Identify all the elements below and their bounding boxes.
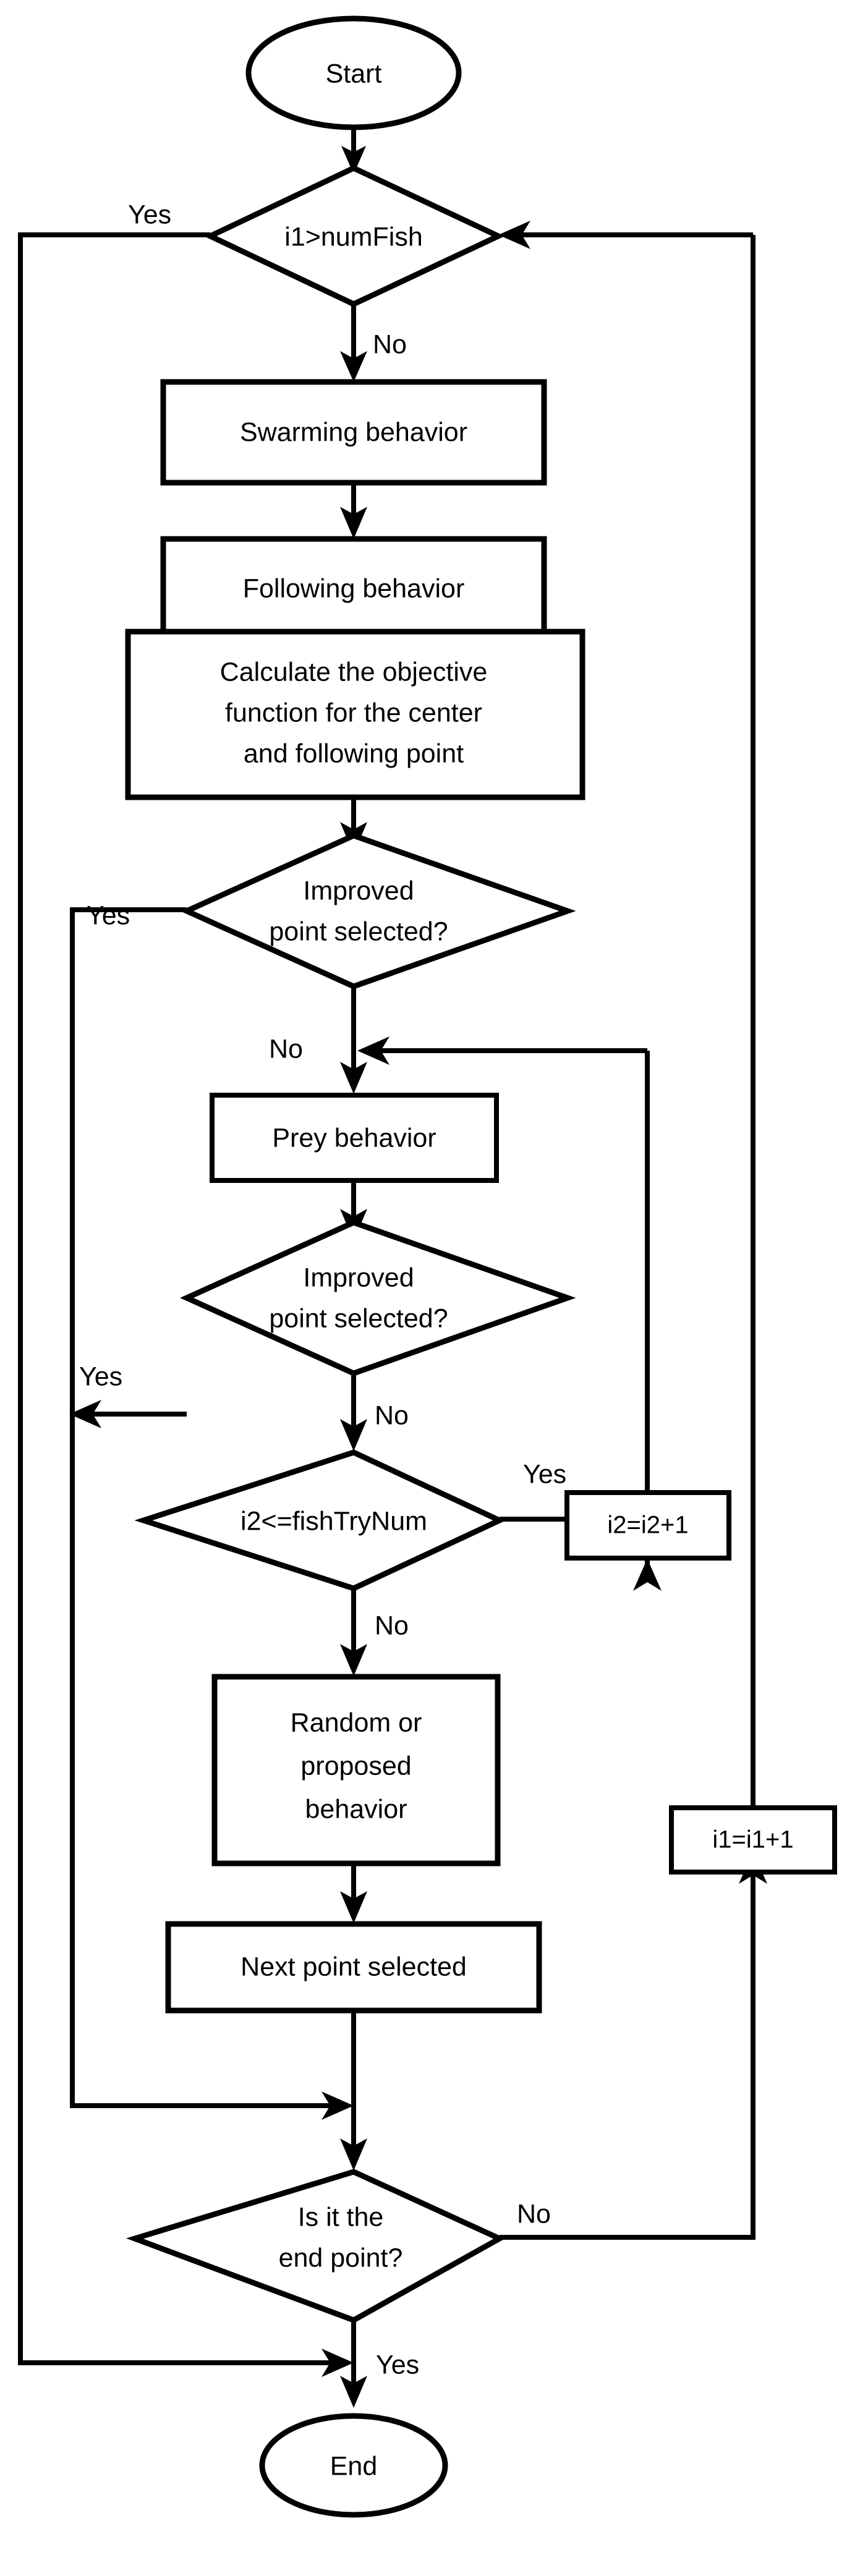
- nextpoint-box-shape[interactable]: [165, 1921, 542, 2014]
- calculate-label-line3: and following point: [244, 739, 464, 768]
- endpoint-label-line1: Is it the: [298, 2202, 384, 2232]
- edge-label-trynum-no: No: [375, 1611, 409, 1640]
- node-following[interactable]: Following behavior: [160, 536, 547, 642]
- node-swarming[interactable]: Swarming behavior: [160, 379, 547, 486]
- arrowhead-endpoint-yes-to-end: [340, 2376, 367, 2408]
- node-next-point-selected[interactable]: Next point selected: [165, 1921, 542, 2014]
- improved1-label-line2: point selected?: [269, 917, 448, 946]
- cond-numfish-diamond-shape[interactable]: [203, 165, 505, 307]
- arrowhead-start-to-numfish: [341, 146, 366, 174]
- start-terminator-shape[interactable]: [245, 15, 462, 130]
- edge-label-improved1-no: No: [269, 1034, 303, 1064]
- cond-numfish-label: i1>numFish: [284, 222, 422, 252]
- i1inc-label: i1=i1+1: [712, 1826, 793, 1854]
- arrowhead-randprop-to-nextpoint: [340, 1891, 367, 1923]
- arrowhead-i2-loop-return: [357, 1036, 389, 1065]
- end-terminator-shape[interactable]: [259, 2413, 448, 2518]
- cond-trynum-diamond-shape[interactable]: [134, 1449, 506, 1591]
- randprop-box-shape[interactable]: [211, 1674, 501, 1866]
- arrowhead-improved1-no: [340, 1062, 367, 1094]
- arrowhead-trynum-no: [340, 1644, 367, 1676]
- prey-label: Prey behavior: [272, 1123, 436, 1153]
- cond-trynum-label: i2<=fishTryNum: [240, 1506, 427, 1536]
- arrowhead-improved2-no: [340, 1419, 367, 1451]
- endpoint-label-line2: end point?: [279, 2243, 403, 2273]
- node-is-end-point[interactable]: Is it the end point?: [126, 2169, 506, 2323]
- edge-improved1-yes-to-merge: [70, 907, 334, 2108]
- edge-label-endpoint-no: No: [517, 2199, 551, 2229]
- arrowhead-swarming-to-following: [340, 507, 367, 539]
- edge-label-improved2-yes: Yes: [79, 1362, 122, 1391]
- endpoint-diamond-shape[interactable]: [126, 2169, 506, 2323]
- arrowhead-outer-loop-to-end: [321, 2349, 354, 2377]
- improved2-label-line2: point selected?: [269, 1303, 448, 1333]
- node-prey[interactable]: Prey behavior: [210, 1093, 499, 1183]
- edge-label-endpoint-yes: Yes: [376, 2350, 419, 2379]
- prey-box-shape[interactable]: [210, 1093, 499, 1183]
- arrowhead-trynum-yes: [633, 1559, 662, 1591]
- improved2-diamond-shape[interactable]: [180, 1219, 576, 1376]
- randprop-label-line2: proposed: [300, 1751, 411, 1781]
- node-calculate-objective[interactable]: Calculate the objective function for the…: [125, 629, 585, 800]
- swarming-label: Swarming behavior: [240, 417, 467, 447]
- edge-label-improved2-no: No: [375, 1400, 409, 1430]
- node-improved-point-2[interactable]: Improved point selected?: [180, 1219, 576, 1376]
- edge-label-layer: Yes No Yes No Yes No Yes No No Yes: [79, 200, 566, 2379]
- following-box-shape[interactable]: [160, 536, 547, 642]
- node-cond-trynum[interactable]: i2<=fishTryNum: [134, 1449, 506, 1591]
- edge-label-numfish-yes: Yes: [128, 200, 171, 229]
- arrowhead-improved2-yes: [69, 1400, 101, 1428]
- edge-endpoint-no-to-i1inc: [500, 1873, 755, 2240]
- arrowhead-nextpoint-to-endpoint: [340, 2138, 367, 2171]
- improved2-label-line1: Improved: [303, 1263, 414, 1292]
- end-label: End: [330, 2451, 378, 2481]
- node-start[interactable]: Start: [245, 15, 462, 130]
- edge-label-trynum-yes: Yes: [523, 1459, 566, 1489]
- arrowhead-numfish-no: [340, 351, 367, 382]
- edge-numfish-yes-outer-loop: [18, 232, 334, 2365]
- arrowhead-inner-merge: [321, 2091, 354, 2120]
- node-i1-increment[interactable]: i1=i1+1: [669, 1805, 837, 1875]
- i2inc-box-shape[interactable]: [564, 1490, 731, 1561]
- calculate-box-shape[interactable]: [125, 629, 585, 800]
- nextpoint-label: Next point selected: [240, 1952, 467, 1981]
- calculate-label-line2: function for the center: [225, 698, 482, 727]
- randprop-label-line3: behavior: [305, 1794, 407, 1824]
- randprop-label-line1: Random or: [291, 1708, 422, 1737]
- improved1-label-line1: Improved: [303, 876, 414, 905]
- edge-label-numfish-no: No: [373, 329, 407, 359]
- following-label: Following behavior: [243, 574, 465, 603]
- node-end[interactable]: End: [259, 2413, 448, 2518]
- node-improved-point-1[interactable]: Improved point selected?: [180, 833, 576, 989]
- i1inc-box-shape[interactable]: [669, 1805, 837, 1875]
- start-label: Start: [326, 59, 382, 88]
- i2inc-label: i2=i2+1: [607, 1512, 688, 1539]
- node-random-or-proposed[interactable]: Random or proposed behavior: [211, 1674, 501, 1866]
- node-cond-numfish[interactable]: i1>numFish: [203, 165, 505, 307]
- edge-label-improved1-yes: Yes: [87, 900, 130, 930]
- swarming-box-shape[interactable]: [160, 379, 547, 486]
- arrowhead-return-to-numfish: [498, 221, 530, 249]
- calculate-label-line1: Calculate the objective: [220, 657, 488, 687]
- improved1-diamond-shape[interactable]: [180, 833, 576, 989]
- node-i2-increment[interactable]: i2=i2+1: [564, 1490, 731, 1561]
